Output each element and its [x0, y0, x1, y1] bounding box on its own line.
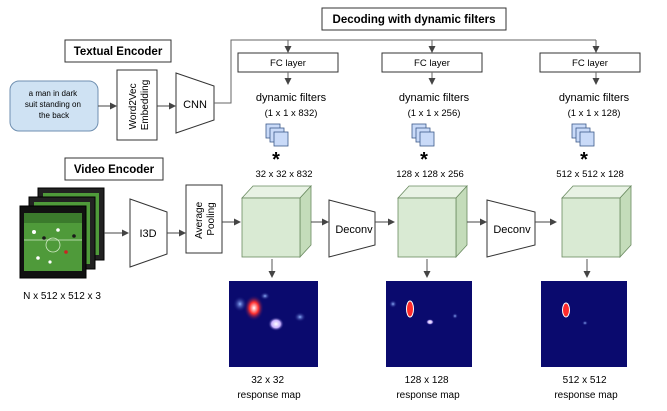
word2vec-line-1: Word2Vec — [128, 83, 139, 129]
video-input-size: N x 512 x 512 x 3 — [23, 291, 101, 302]
word2vec-text: Word2Vec Embedding — [128, 80, 151, 131]
response-map-3 — [541, 281, 627, 367]
dynamic-filters-label-3: dynamic filters — [559, 92, 630, 104]
fc-layer-label-2: FC layer — [414, 58, 450, 69]
average-pooling-box — [185, 184, 223, 254]
video-encoder-title-box — [64, 157, 164, 181]
response-map-2-caption: 128 x 128 response map — [396, 375, 460, 401]
filter-shape-3: (1 x 1 x 128) — [568, 108, 621, 119]
response-map-1 — [229, 281, 318, 367]
feature-size-1: 32 x 32 x 832 — [255, 169, 312, 180]
response-map-2 — [386, 281, 472, 367]
feature-size-2: 128 x 128 x 256 — [396, 169, 464, 180]
dynamic-filters-label-1: dynamic filters — [256, 92, 327, 104]
filter-shape-1: (1 x 1 x 832) — [265, 108, 318, 119]
fc-layer-label-1: FC layer — [270, 58, 306, 69]
convolve-symbol-2: * — [420, 149, 428, 171]
i3d-trapezoid — [129, 198, 168, 268]
cnn-trapezoid — [175, 72, 215, 134]
stage-3-filter-branch: FC layer dynamic filters (1 x 1 x 128) *… — [539, 52, 641, 180]
convolve-symbol-1: * — [272, 149, 280, 171]
response-map-1-caption: 32 x 32 response map — [237, 375, 301, 401]
filter-shape-2: (1 x 1 x 256) — [408, 108, 461, 119]
deconv-trapezoid-2 — [486, 199, 536, 258]
word2vec-line-2: Embedding — [140, 80, 151, 131]
pooling-line-2: Pooling — [206, 202, 217, 235]
fc-layer-label-3: FC layer — [572, 58, 608, 69]
textual-encoder-title-box — [64, 39, 172, 63]
feature-cube-3 — [561, 184, 632, 259]
stage-2-filter-branch: FC layer dynamic filters (1 x 1 x 256) *… — [381, 52, 483, 180]
input-sentence-text: a man in dark suit standing on the back — [25, 89, 83, 120]
soccer-field-image — [24, 213, 82, 271]
video-frames-stack — [19, 187, 105, 279]
pooling-line-1: Average — [194, 201, 205, 239]
word2vec-box — [116, 69, 158, 141]
video-encoder-title: Video Encoder — [74, 164, 155, 176]
feature-cube-1 — [241, 184, 312, 259]
filter-stack-icon-1 — [265, 123, 289, 147]
pooling-text: Average Pooling — [194, 199, 217, 239]
decoding-title: Decoding with dynamic filters — [333, 14, 496, 26]
feature-cube-2 — [397, 184, 468, 259]
filter-stack-icon-3 — [571, 123, 595, 147]
sentence-line-1: a man in dark — [29, 89, 78, 98]
cnn-label: CNN — [183, 99, 207, 111]
dynamic-filters-label-2: dynamic filters — [399, 92, 470, 104]
fc-layer-box-3 — [539, 52, 641, 73]
i3d-label: I3D — [139, 228, 156, 240]
sentence-line-2: suit standing on — [25, 100, 81, 109]
textual-encoder-title: Textual Encoder — [74, 46, 163, 58]
deconv-trapezoid-1 — [328, 199, 376, 258]
sentence-line-3: the back — [39, 111, 70, 120]
feature-size-3: 512 x 512 x 128 — [556, 169, 624, 180]
decoding-title-box — [321, 7, 507, 31]
deconv-label-2: Deconv — [493, 224, 531, 236]
convolve-symbol-3: * — [580, 149, 588, 171]
stage-1-filter-branch: FC layer dynamic filters (1 x 1 x 832) *… — [237, 52, 339, 180]
deconv-label-1: Deconv — [335, 224, 373, 236]
cnn-output-line — [214, 39, 596, 104]
response-map-3-caption: 512 x 512 response map — [554, 375, 618, 401]
filter-stack-icon-2 — [411, 123, 435, 147]
